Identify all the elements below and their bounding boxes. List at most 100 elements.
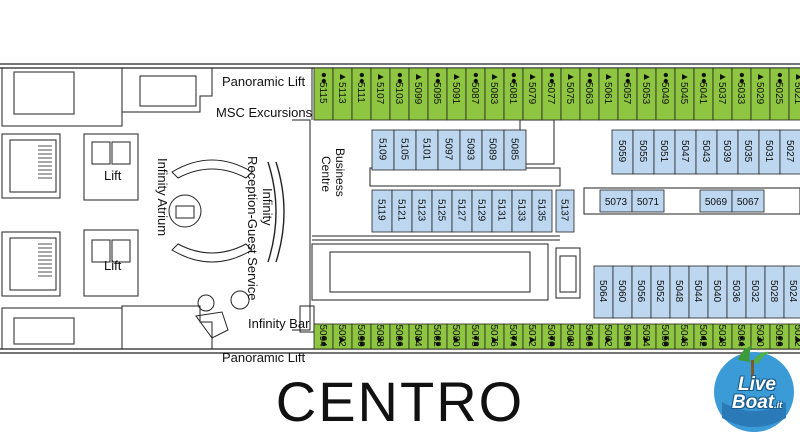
cabin-5080: 5080 (450, 325, 461, 348)
cabin-5037-bed-marker: ▲ (717, 72, 728, 82)
cabin-5061-bed-marker: ▲ (603, 72, 614, 82)
cabin-5115: 5115 (317, 82, 328, 104)
cabin-5052: 5052 (654, 280, 665, 303)
cabin-5103: 5103 (393, 82, 404, 105)
cabin-5084: 5084 (412, 325, 423, 348)
cabin-5029-bed-marker: ▲ (755, 72, 766, 82)
cabin-5080-bed-marker: ▲ (451, 335, 462, 345)
cabin-5040: 5040 (711, 280, 722, 303)
cabin-5062: 5062 (602, 325, 613, 348)
cabin-5085: 5085 (509, 138, 520, 161)
label-msc-excursions: MSC Excursions (216, 105, 313, 120)
cabin-5053: 5053 (640, 82, 651, 105)
cabin-5107-bed-marker: ▲ (375, 72, 386, 82)
cabin-5051: 5051 (658, 140, 669, 163)
cabin-5127: 5127 (456, 199, 467, 222)
cabin-5103-bed-marker: ●● (394, 72, 405, 84)
cabin-5060: 5060 (616, 280, 627, 303)
cabin-5062-bed-marker: ▲ (603, 335, 614, 345)
cabin-5034: 5034 (735, 325, 746, 348)
cabin-5021-bed-marker: ▲ (793, 72, 800, 82)
cabin-5131: 5131 (496, 199, 507, 222)
cabin-5074-bed-marker: ●● (508, 335, 519, 347)
cabin-5073: 5073 (605, 197, 628, 208)
label-panoramic-lift-bottom: Panoramic Lift (222, 350, 305, 365)
label-infinity-atrium: Infinity Atrium (155, 158, 170, 236)
cabin-5024: 5024 (787, 280, 798, 303)
cabin-5075-bed-marker: ▲ (565, 72, 576, 82)
label-infinity-bar: Infinity Bar (248, 316, 310, 331)
cabin-5135: 5135 (536, 199, 547, 222)
cabin-5045: 5045 (678, 82, 689, 105)
cabin-5086-bed-marker: ●● (394, 335, 405, 347)
forward-structures (1, 67, 213, 350)
cabin-5028: 5028 (768, 280, 779, 303)
cabin-5090: 5090 (355, 325, 366, 348)
cabin-5061: 5061 (602, 82, 613, 105)
cabin-5050-bed-marker: ●● (660, 335, 671, 347)
cabin-5091: 5091 (450, 82, 461, 105)
label-business-centre-1: Business (333, 148, 347, 197)
cabin-5041: 5041 (697, 82, 708, 105)
cabin-5068-bed-marker: ▲ (565, 335, 576, 345)
cabin-5076: 5076 (488, 325, 499, 348)
cabin-5113-bed-marker: ▲ (337, 72, 348, 82)
cabin-5058-bed-marker: ●● (622, 335, 633, 347)
cabin-5056: 5056 (635, 280, 646, 303)
label-business-centre-2: Centre (319, 156, 333, 192)
cabin-5068: 5068 (564, 325, 575, 348)
cabin-5042-bed-marker: ●● (698, 335, 709, 347)
cabin-5094: 5094 (317, 325, 328, 348)
cabin-5071: 5071 (637, 197, 660, 208)
cabins-bottom-green: 5094●●5092▲5090●●5088▲5086●●5084▲5082●●5… (313, 323, 800, 350)
cabin-5081: 5081 (507, 82, 518, 105)
cabin-5137-block (555, 189, 575, 233)
cabin-5094-bed-marker: ●● (318, 335, 329, 347)
cabin-5101: 5101 (421, 138, 432, 161)
cabin-5077-bed-marker: ●● (546, 72, 557, 84)
cabin-5026-bed-marker: ●● (774, 335, 785, 347)
cabin-5078: 5078 (469, 325, 480, 348)
liveboat-logo-text: Live Boat.it (714, 375, 800, 414)
cabin-5095: 5095 (431, 82, 442, 105)
label-reception-guest-service: Reception-Guest Service (245, 156, 260, 301)
cabin-5072: 5072 (526, 325, 537, 348)
cabin-5048: 5048 (673, 280, 684, 303)
cabin-5045-bed-marker: ▲ (679, 72, 690, 82)
cabin-5027: 5027 (784, 140, 795, 163)
cabin-5058: 5058 (621, 325, 632, 348)
cabin-5038: 5038 (716, 325, 727, 348)
cabin-5032: 5032 (749, 280, 760, 303)
cabin-5089: 5089 (487, 138, 498, 161)
cabin-5125: 5125 (436, 199, 447, 222)
cabin-5067-block (731, 189, 765, 213)
cabin-5092-bed-marker: ▲ (337, 335, 348, 345)
cabin-5041-bed-marker: ●● (698, 72, 709, 84)
cabins-right-blue-top: 5059505550515047504350395035503150275023 (611, 129, 800, 175)
cabin-5081-bed-marker: ●● (508, 72, 519, 84)
cabin-5088-bed-marker: ▲ (375, 335, 386, 345)
cabin-5063: 5063 (583, 82, 594, 105)
cabin-5075: 5075 (564, 82, 575, 105)
cabin-5050: 5050 (659, 325, 670, 348)
cabin-5049-bed-marker: ●● (660, 72, 671, 84)
cabin-5113: 5113 (336, 82, 347, 104)
bar-area (195, 290, 315, 339)
cabin-5030-bed-marker: ▲ (755, 335, 766, 345)
cabin-5086: 5086 (393, 325, 404, 348)
liveboat-logo (714, 346, 794, 432)
cabin-5072-bed-marker: ▲ (527, 335, 538, 345)
cabin-5033-bed-marker: ●● (736, 72, 747, 84)
cabin-5057-bed-marker: ●● (622, 72, 633, 84)
cabin-5090-bed-marker: ●● (356, 335, 367, 347)
label-panoramic-lift-top: Panoramic Lift (222, 74, 305, 89)
cabin-5129: 5129 (476, 199, 487, 222)
cabin-5085-block (503, 129, 527, 171)
cabin-5066: 5066 (583, 325, 594, 348)
cabin-5044: 5044 (692, 280, 703, 303)
cabin-5088: 5088 (374, 325, 385, 348)
